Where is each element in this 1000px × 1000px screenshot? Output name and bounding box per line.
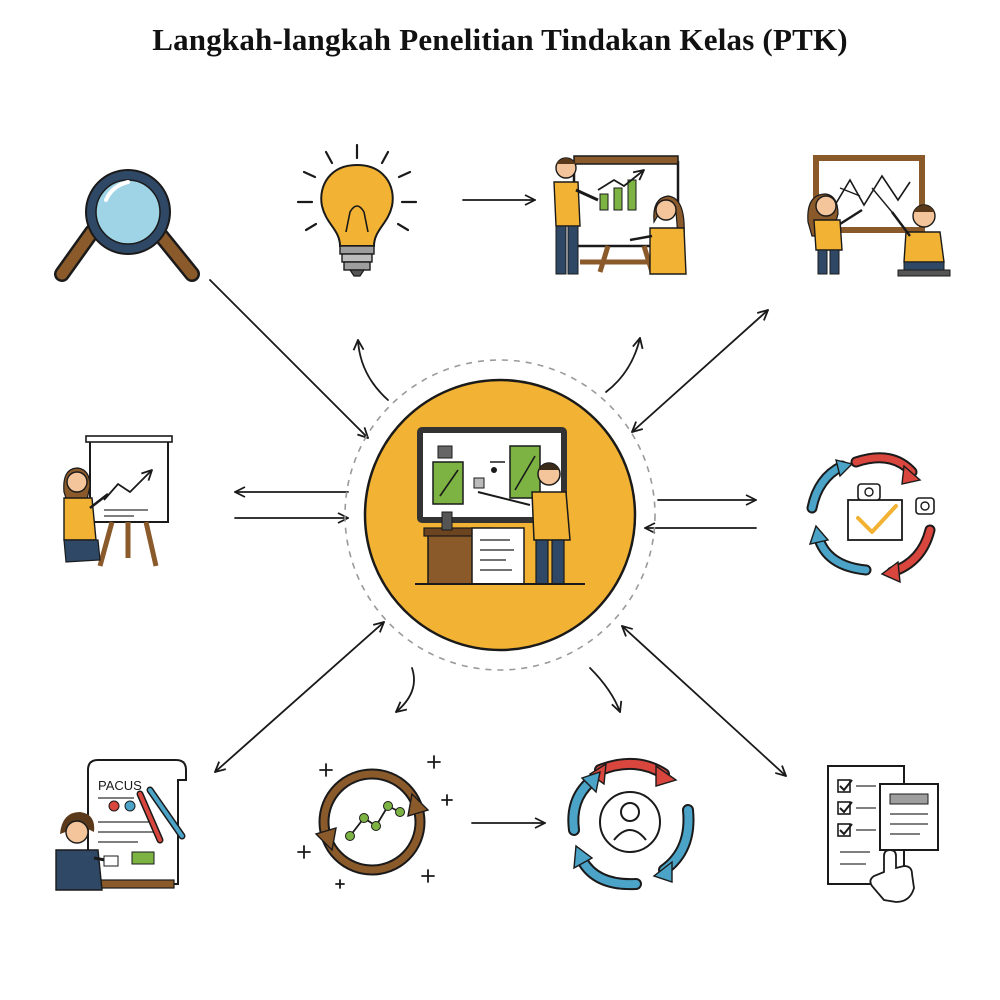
arrow-center-writing [214, 621, 385, 773]
lightbulb-icon [296, 143, 418, 277]
arrow-center-up-left [352, 339, 389, 401]
user-cycle-icon [567, 757, 695, 891]
arrow-magnifier-to-center [209, 279, 369, 439]
arrow-center-board [631, 309, 769, 433]
evaluation-cycle-icon [806, 452, 936, 584]
presentation-icon [553, 155, 687, 275]
data-cycle-icon [297, 755, 453, 889]
arrow-center-down-right [589, 667, 623, 713]
magnifier-icon [54, 169, 200, 282]
writing-report-icon: PACUS [55, 759, 187, 891]
teacher-easel-icon [63, 435, 173, 567]
report-header-text: PACUS [98, 778, 142, 793]
arrow-center-up-right [605, 337, 644, 393]
checklist-report-icon [827, 765, 939, 903]
page-title: Langkah-langkah Penelitian Tindakan Kela… [152, 22, 848, 57]
arrow-center-down-left [395, 667, 415, 713]
board-discussion-icon [807, 155, 951, 277]
connectors [209, 194, 787, 829]
arrow-center-checklist [621, 625, 787, 777]
central-teaching-hub [344, 359, 656, 671]
